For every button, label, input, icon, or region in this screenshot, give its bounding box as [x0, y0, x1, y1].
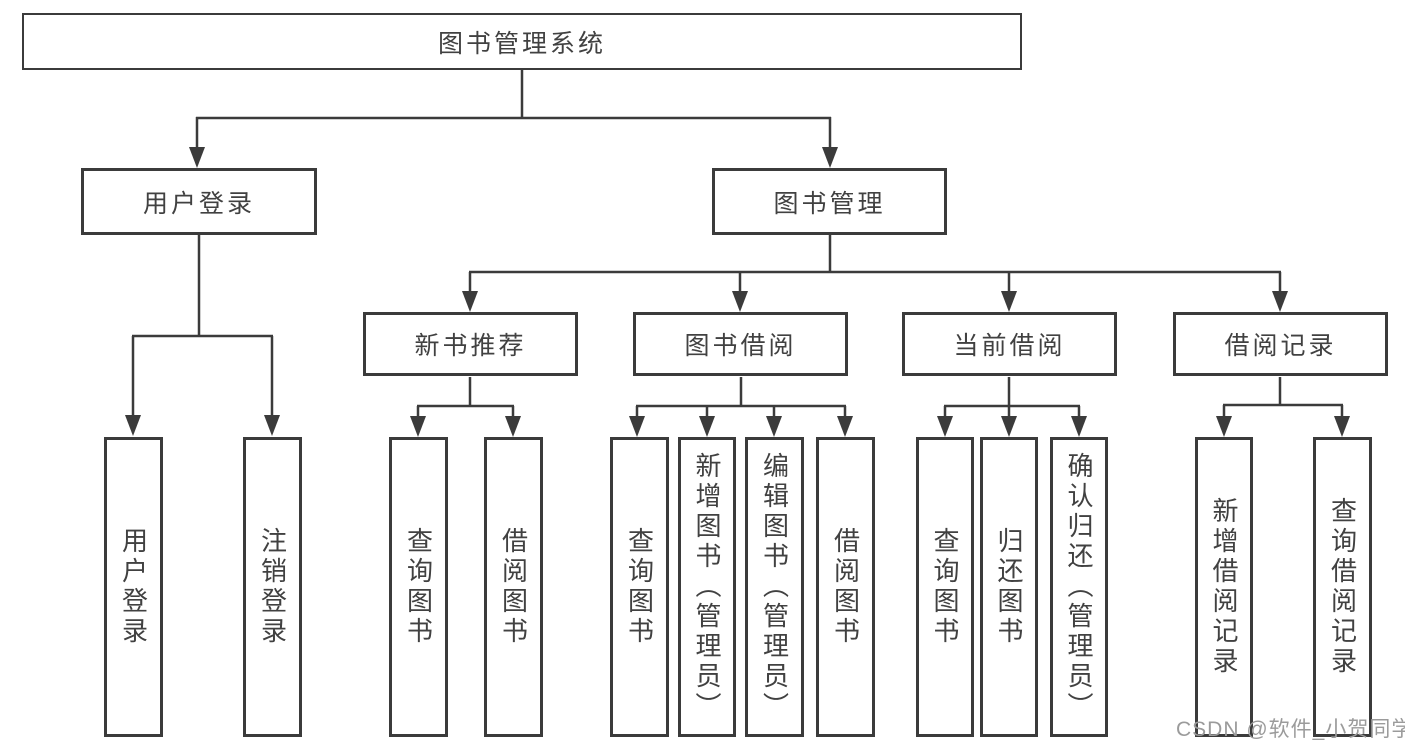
- node-current-borrow-label: 当前借阅: [953, 332, 1066, 360]
- leaf-add-borrow-record: 新增借阅记录: [1195, 437, 1253, 737]
- leaf-query-book-current: 查询图书: [916, 437, 974, 737]
- leaf-borrow-book-label: 借阅图书: [830, 527, 861, 647]
- leaf-add-borrow-record-label: 新增借阅记录: [1209, 497, 1239, 677]
- csdn-watermark: CSDN @软件_小贺同学: [1176, 718, 1405, 741]
- leaf-return-book: 归还图书: [980, 437, 1038, 737]
- leaf-add-book-admin-label: 新增图书（管理员）: [692, 452, 722, 722]
- leaf-user-login: 用户登录: [104, 437, 163, 737]
- leaf-edit-book-admin-label: 编辑图书（管理员）: [759, 452, 790, 722]
- node-book-borrow-label: 图书借阅: [684, 332, 797, 360]
- node-user-login-group-label: 用户登录: [142, 189, 255, 218]
- leaf-query-borrow-record-label: 查询借阅记录: [1327, 497, 1358, 677]
- leaf-query-borrow-record: 查询借阅记录: [1313, 437, 1372, 737]
- leaf-logout-label: 注销登录: [257, 527, 288, 647]
- leaf-add-book-admin: 新增图书（管理员）: [678, 437, 736, 737]
- node-book-management: 图书管理: [712, 168, 947, 235]
- leaf-query-book-current-label: 查询图书: [930, 527, 960, 647]
- leaf-query-book-borrow: 查询图书: [610, 437, 669, 737]
- node-root-label: 图书管理系统: [437, 29, 606, 58]
- node-borrow-records-label: 借阅记录: [1224, 332, 1337, 360]
- leaf-query-book-recommend: 查询图书: [389, 437, 448, 737]
- leaf-return-book-label: 归还图书: [994, 527, 1024, 647]
- leaf-borrow-book-recommend-label: 借阅图书: [498, 527, 529, 647]
- node-new-book-recommend: 新书推荐: [363, 312, 578, 376]
- leaf-query-book-borrow-label: 查询图书: [624, 527, 655, 647]
- node-root-system: 图书管理系统: [22, 13, 1022, 70]
- leaf-borrow-book-recommend: 借阅图书: [484, 437, 543, 737]
- leaf-logout: 注销登录: [243, 437, 302, 737]
- node-user-login-group: 用户登录: [81, 168, 317, 235]
- leaf-query-book-recommend-label: 查询图书: [403, 527, 434, 647]
- leaf-borrow-book: 借阅图书: [816, 437, 875, 737]
- leaf-edit-book-admin: 编辑图书（管理员）: [745, 437, 804, 737]
- node-current-borrow: 当前借阅: [902, 312, 1117, 376]
- node-book-management-label: 图书管理: [773, 189, 886, 218]
- node-book-borrow: 图书借阅: [633, 312, 848, 376]
- node-borrow-records: 借阅记录: [1173, 312, 1388, 376]
- leaf-confirm-return-admin-label: 确认归还（管理员）: [1064, 452, 1094, 722]
- node-new-book-recommend-label: 新书推荐: [414, 332, 527, 360]
- leaf-user-login-label: 用户登录: [118, 527, 149, 647]
- leaf-confirm-return-admin: 确认归还（管理员）: [1050, 437, 1108, 737]
